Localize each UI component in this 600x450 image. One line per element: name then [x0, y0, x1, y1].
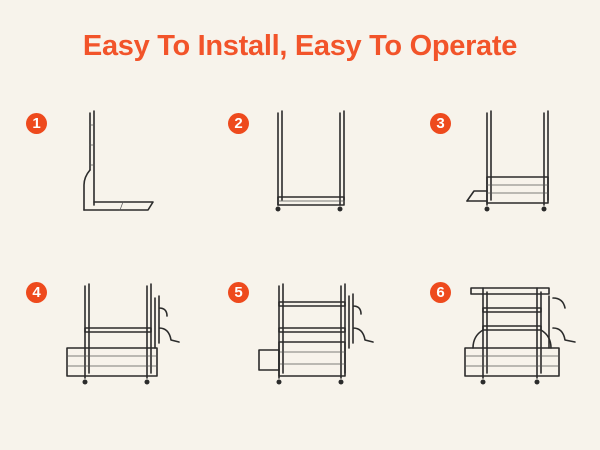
step-1-illustration [83, 110, 154, 211]
step-badge-1: 1 [26, 113, 47, 134]
step-badge-3: 3 [430, 113, 451, 134]
step-badge-4: 4 [26, 282, 47, 303]
step-badge-2: 2 [228, 113, 249, 134]
step-3-illustration [466, 110, 549, 212]
step-badge-5: 5 [228, 282, 249, 303]
step-4-illustration [66, 283, 180, 385]
step-2-illustration [275, 110, 345, 212]
step-badge-6: 6 [430, 282, 451, 303]
step-6-illustration [464, 287, 576, 385]
step-5-illustration [258, 283, 374, 385]
page-title: Easy To Install, Easy To Operate [82, 30, 518, 62]
